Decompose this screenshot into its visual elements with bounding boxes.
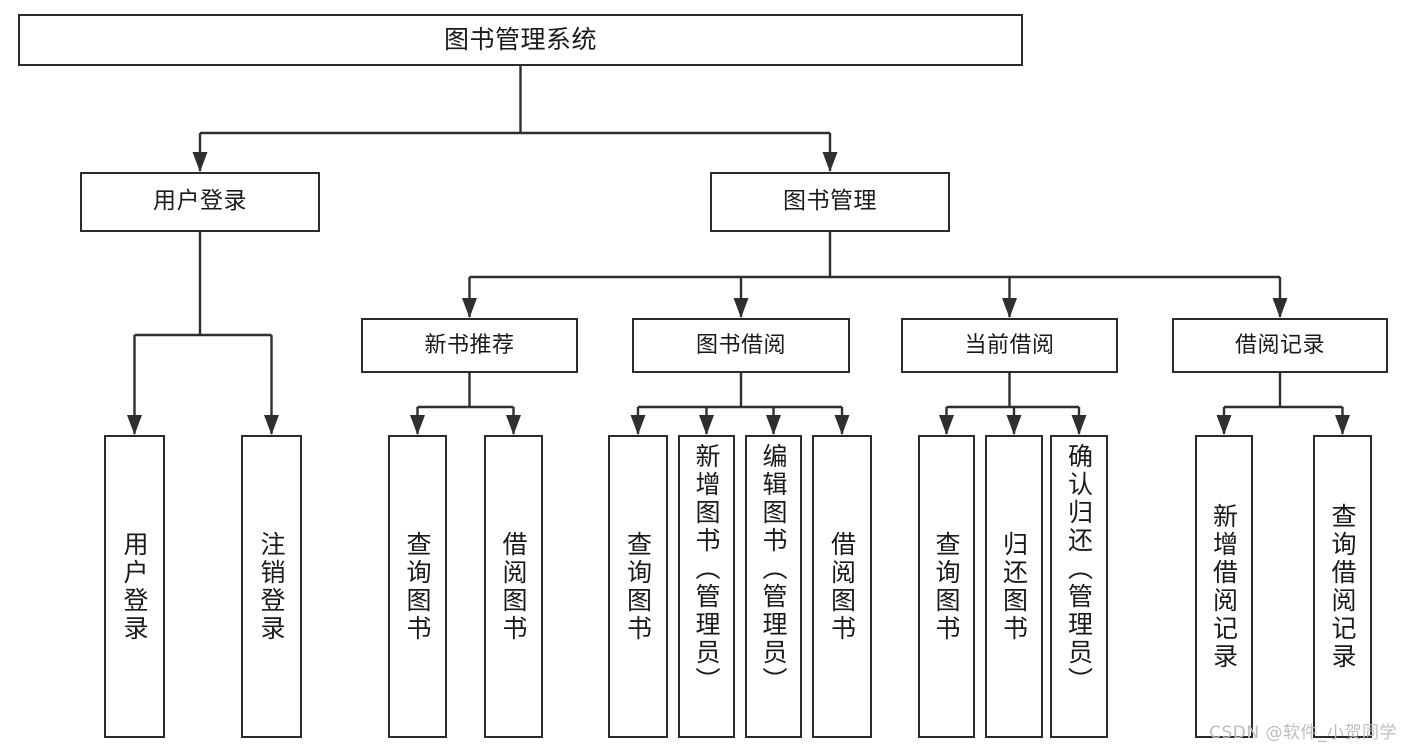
connector-arrowhead xyxy=(766,415,781,435)
node-leaf-rec-query-book: 查询图书 xyxy=(388,435,447,738)
node-label: 编辑图书（管理员） xyxy=(759,443,788,695)
node-user-login: 用户登录 xyxy=(80,172,320,232)
watermark-label: CSDN @软件_小贺同学 xyxy=(1209,723,1397,743)
node-label: 借阅图书 xyxy=(499,530,528,643)
node-leaf-cb-confirm-return: 确认归还（管理员） xyxy=(1050,435,1108,738)
connector-arrowhead xyxy=(1071,415,1087,435)
node-leaf-bb-borrow-book: 借阅图书 xyxy=(812,435,872,738)
connector-arrowhead xyxy=(462,298,477,318)
connector-arrowhead xyxy=(410,415,425,435)
connector-arrowhead xyxy=(733,298,749,318)
node-label: 注销登录 xyxy=(257,530,286,643)
connector-arrowhead xyxy=(264,415,279,435)
node-label: 图书管理系统 xyxy=(443,25,597,55)
connector-arrowhead xyxy=(630,415,646,435)
node-label: 新增图书（管理员） xyxy=(692,443,721,695)
node-label: 归还图书 xyxy=(999,530,1029,643)
connector-arrowhead xyxy=(192,152,208,172)
node-leaf-bb-add-book: 新增图书（管理员） xyxy=(678,435,735,738)
connector-arrowhead xyxy=(699,415,714,435)
connector-arrowhead xyxy=(939,415,954,435)
node-label: 查询图书 xyxy=(623,530,653,643)
connector-arrowhead xyxy=(1272,298,1288,318)
node-label: 图书借阅 xyxy=(695,332,786,358)
node-label: 新增借阅记录 xyxy=(1209,502,1239,671)
node-leaf-user-logout: 注销登录 xyxy=(241,435,302,738)
node-new-book-rec: 新书推荐 xyxy=(361,318,578,373)
node-label: 图书管理 xyxy=(783,188,877,215)
node-leaf-cb-query-book: 查询图书 xyxy=(918,435,975,738)
node-leaf-cb-return-book: 归还图书 xyxy=(985,435,1043,738)
node-leaf-br-query-record: 查询借阅记录 xyxy=(1313,435,1372,738)
node-leaf-bb-query-book: 查询图书 xyxy=(608,435,668,738)
node-label: 查询图书 xyxy=(932,530,961,643)
node-root: 图书管理系统 xyxy=(18,14,1023,66)
node-label: 确认归还（管理员） xyxy=(1064,443,1094,695)
connector-arrowhead xyxy=(834,415,850,435)
node-book-borrow: 图书借阅 xyxy=(632,318,850,373)
connector-arrowhead xyxy=(127,415,142,435)
node-leaf-br-add-record: 新增借阅记录 xyxy=(1195,435,1253,738)
node-label: 用户登录 xyxy=(153,188,247,215)
connector-arrowhead xyxy=(1335,415,1350,435)
node-label: 借阅记录 xyxy=(1234,332,1325,358)
connector-arrowhead xyxy=(1006,415,1022,435)
node-book-manage: 图书管理 xyxy=(710,172,950,232)
connector-arrowhead xyxy=(506,415,521,435)
connector-arrowhead xyxy=(1216,415,1232,435)
node-label: 查询借阅记录 xyxy=(1328,502,1357,671)
node-current-borrow: 当前借阅 xyxy=(901,318,1118,373)
node-leaf-rec-borrow-book: 借阅图书 xyxy=(484,435,543,738)
node-label: 新书推荐 xyxy=(424,332,515,358)
node-label: 当前借阅 xyxy=(964,332,1055,358)
connector-arrowhead xyxy=(822,152,838,172)
node-borrow-record: 借阅记录 xyxy=(1172,318,1388,373)
node-leaf-bb-edit-book: 编辑图书（管理员） xyxy=(745,435,802,738)
node-label: 借阅图书 xyxy=(827,530,857,643)
node-label: 用户登录 xyxy=(120,530,149,643)
connector-arrowhead xyxy=(1002,298,1017,318)
node-label: 查询图书 xyxy=(403,530,432,643)
node-leaf-user-login: 用户登录 xyxy=(104,435,165,738)
